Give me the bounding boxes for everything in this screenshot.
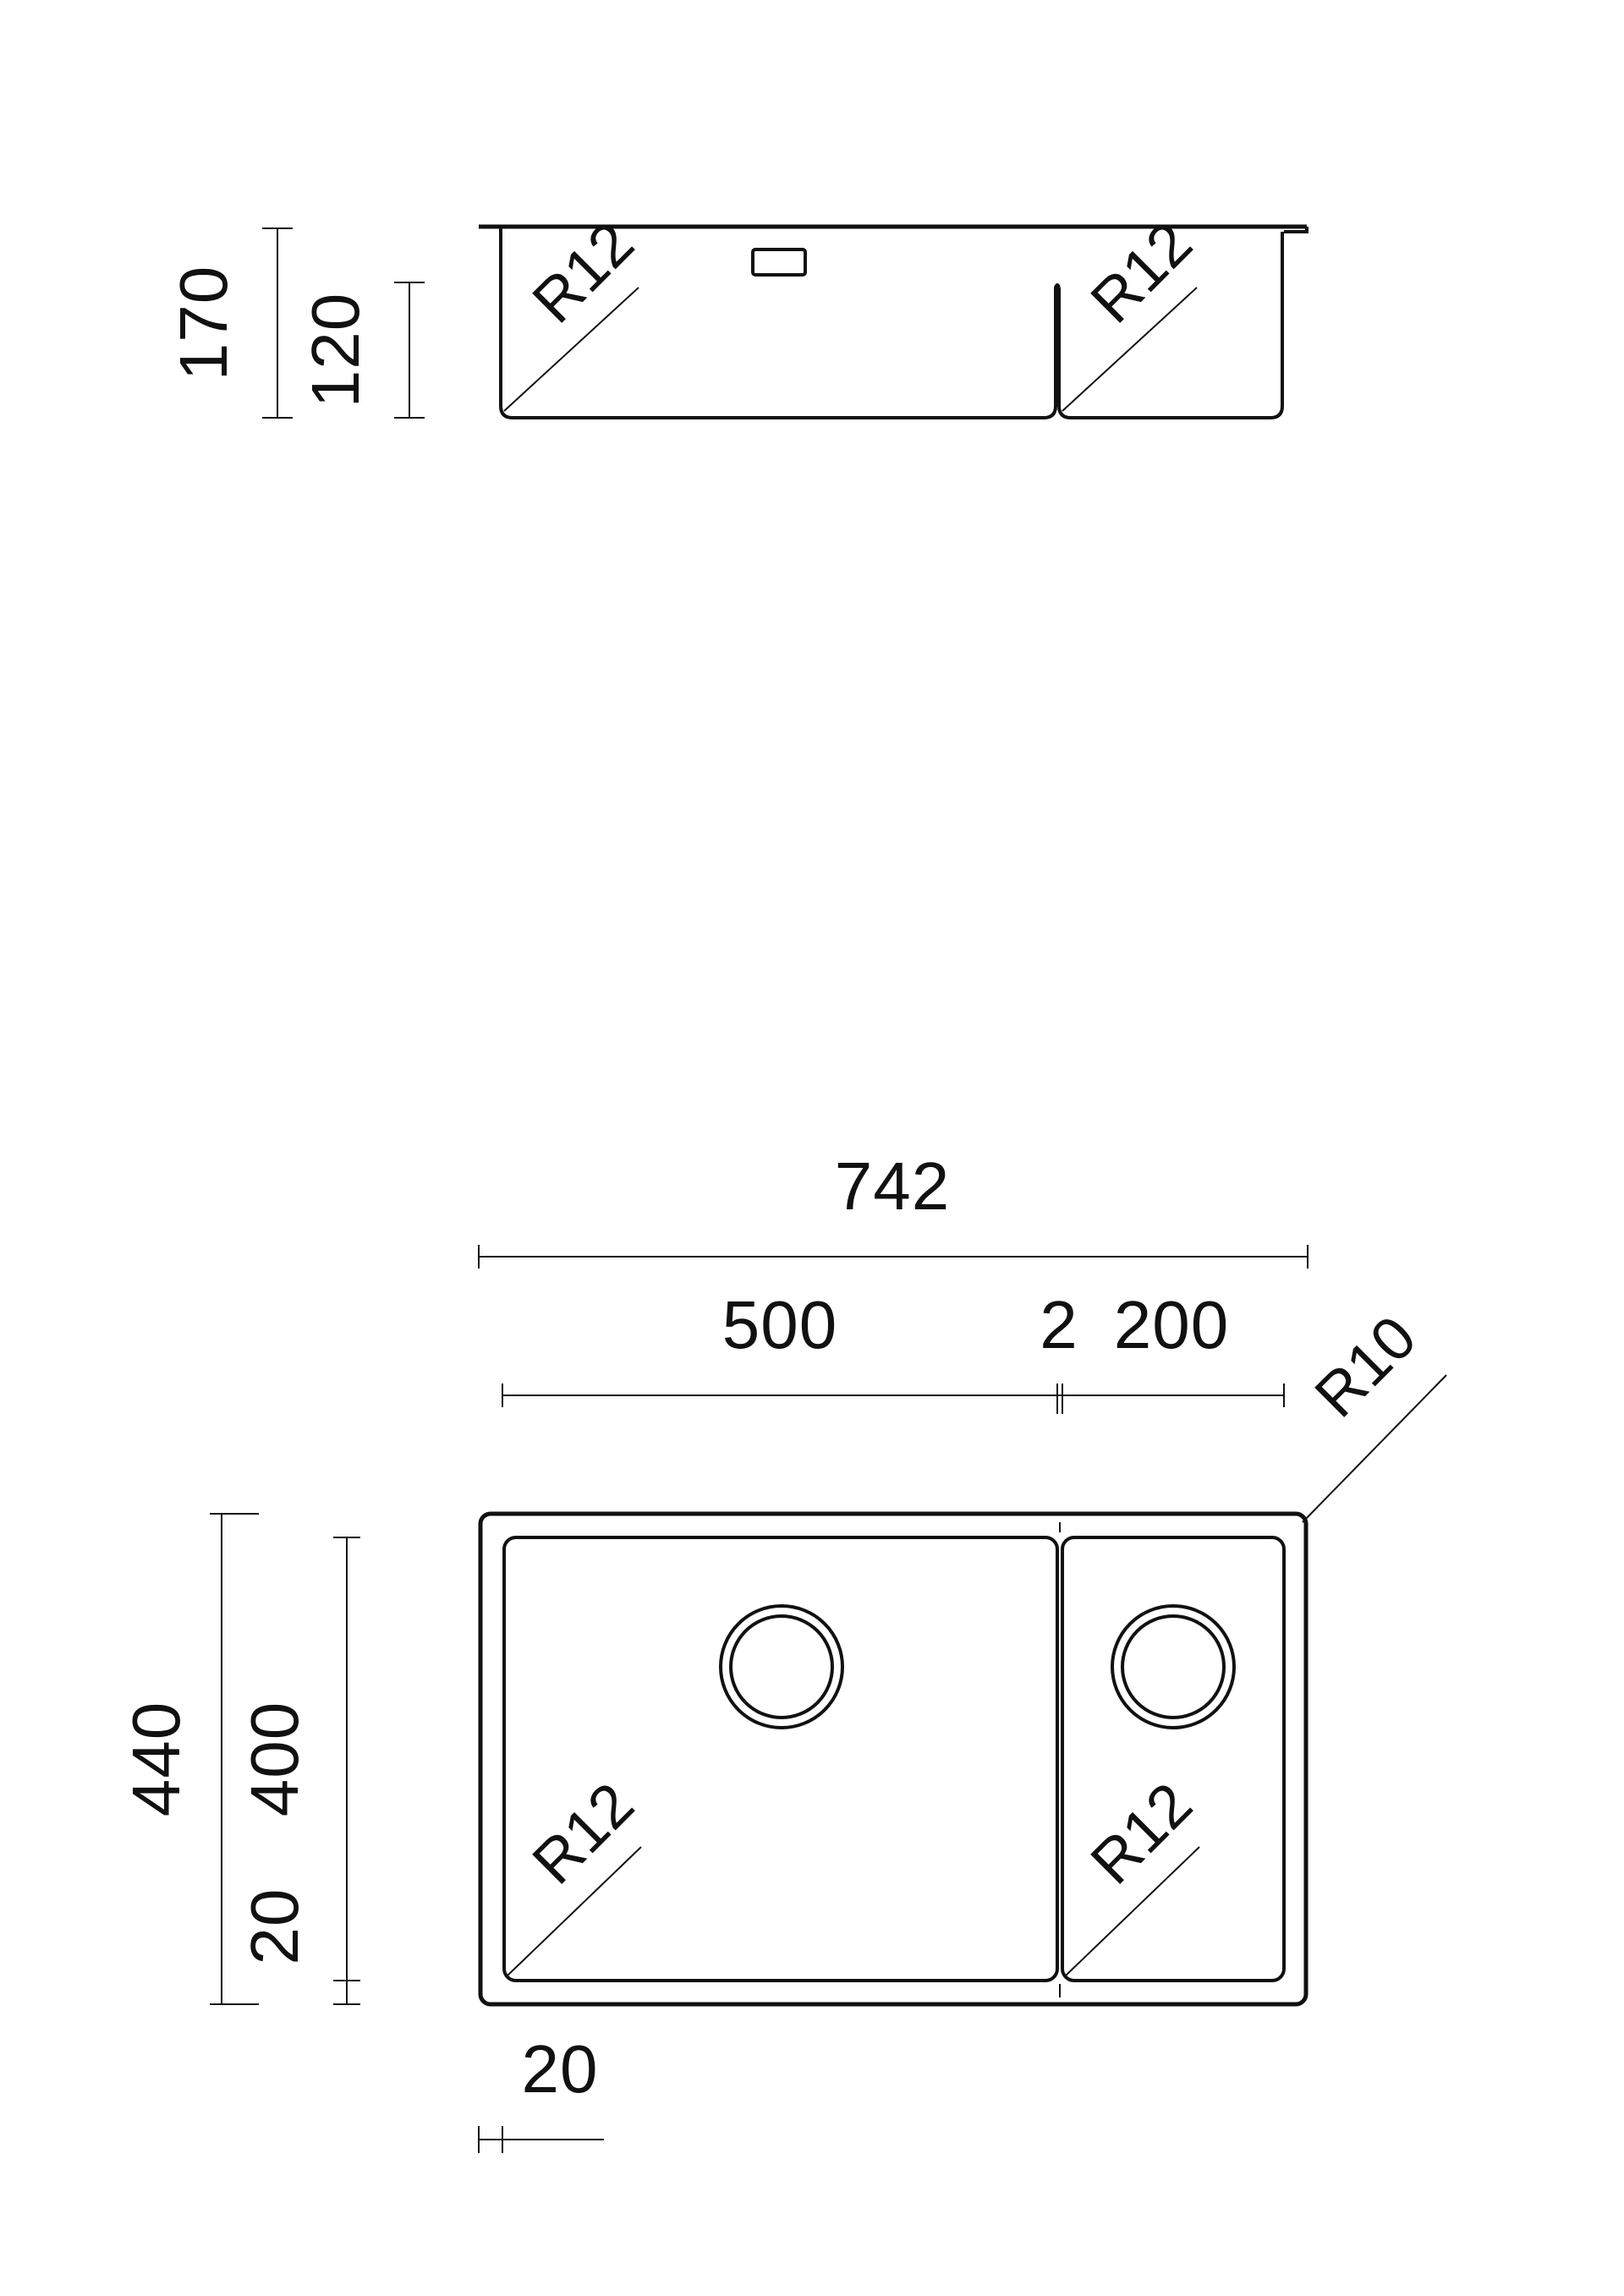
small-bowl-drain-icon — [1111, 1604, 1236, 1729]
side-radius-right-leader — [1062, 287, 1198, 412]
sink-outer-outline — [478, 1511, 1309, 2007]
small-bowl-radius-leader — [1065, 1846, 1200, 1976]
side-rim-end — [1284, 227, 1309, 233]
top-depth-total-label: 440 — [118, 1701, 194, 1817]
side-height-total-label: 170 — [166, 266, 241, 381]
top-width-small-bowl-label: 200 — [1114, 1287, 1229, 1362]
top-width-total-label: 742 — [835, 1148, 950, 1224]
side-height-total-dimension — [262, 227, 293, 419]
top-depth-bowl-dimension — [333, 1537, 360, 2005]
top-depth-bowl-label: 400 — [237, 1701, 312, 1817]
top-edge-offset-horizontal-label: 20 — [522, 2031, 599, 2107]
top-view: 742 500 2 200 R10 — [118, 1148, 1447, 2153]
top-width-bowls-dimension — [502, 1384, 1285, 1414]
side-view: 170 120 R12 R12 — [166, 209, 1309, 419]
main-bowl-radius-label: R12 — [520, 1770, 647, 1897]
side-radius-left-leader — [503, 287, 639, 412]
top-edge-offset-horizontal-dimension — [478, 2126, 604, 2153]
side-height-bowl-label: 120 — [298, 293, 373, 408]
side-main-bowl-profile — [499, 227, 1061, 419]
main-bowl-outline — [502, 1536, 1059, 1982]
main-bowl-drain-icon — [719, 1604, 844, 1729]
top-depth-total-dimension — [210, 1513, 259, 2005]
small-bowl-outline — [1061, 1536, 1286, 1982]
small-bowl-radius-label: R12 — [1078, 1770, 1205, 1897]
main-bowl-radius-leader — [507, 1846, 642, 1976]
top-width-total-dimension — [478, 1245, 1309, 1269]
overflow-slot-icon — [751, 248, 807, 277]
side-height-bowl-dimension — [394, 282, 425, 419]
top-corner-radius-leader — [1302, 1374, 1447, 1523]
top-width-main-bowl-label: 500 — [722, 1287, 837, 1362]
top-edge-offset-vertical-label: 20 — [237, 1888, 312, 1965]
side-small-bowl-profile — [1057, 232, 1284, 419]
top-width-divider-label: 2 — [1040, 1287, 1078, 1362]
